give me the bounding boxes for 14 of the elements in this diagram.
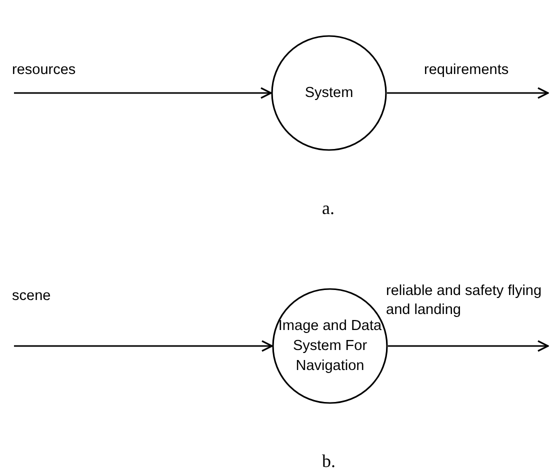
edge-label: resources [12, 61, 76, 80]
arrow [14, 87, 272, 99]
node-label: Image and Data System For Navigation [277, 317, 383, 376]
arrow [14, 340, 273, 352]
panel-label: b. [322, 451, 336, 472]
arrow [387, 87, 549, 99]
process-circle [272, 288, 388, 404]
node-label: System [304, 84, 354, 103]
edge-label: requirements [424, 61, 509, 80]
edge-label: scene [12, 287, 51, 306]
arrow [388, 340, 549, 352]
panel-label: a. [322, 198, 334, 219]
edge-label: reliable and safety flying and landing [386, 282, 543, 320]
process-circle [271, 35, 387, 151]
